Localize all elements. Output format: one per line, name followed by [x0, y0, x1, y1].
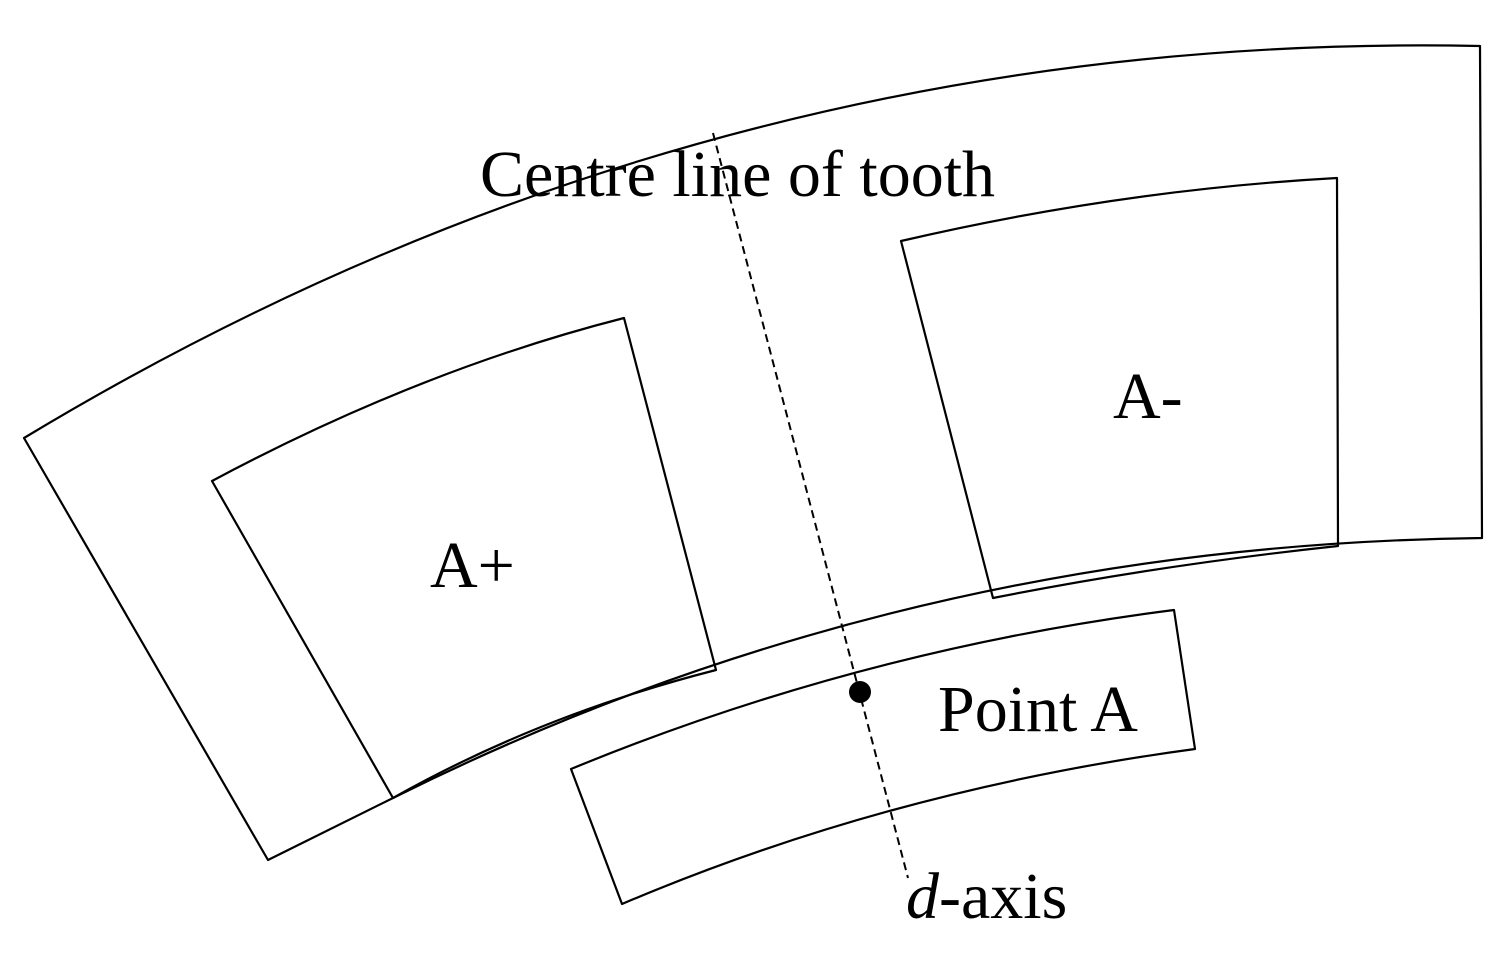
d-axis-label-italic: d [906, 860, 940, 933]
point-a-label: Point A [938, 673, 1138, 746]
centre-line-label: Centre line of tooth [480, 138, 995, 211]
slot-a-plus-label: A+ [430, 529, 515, 602]
stator-outline [22, 44, 1484, 862]
slot-a-plus [210, 316, 718, 800]
slot-a-minus-label: A- [1113, 360, 1183, 433]
d-axis-label-rest: -axis [939, 860, 1067, 933]
point-a-marker [849, 681, 871, 703]
d-axis-label: d-axis [906, 860, 1067, 933]
centre-line-dashed [712, 132, 909, 879]
slot-a-minus [899, 176, 1340, 600]
rotor-magnet-outline [569, 608, 1197, 906]
